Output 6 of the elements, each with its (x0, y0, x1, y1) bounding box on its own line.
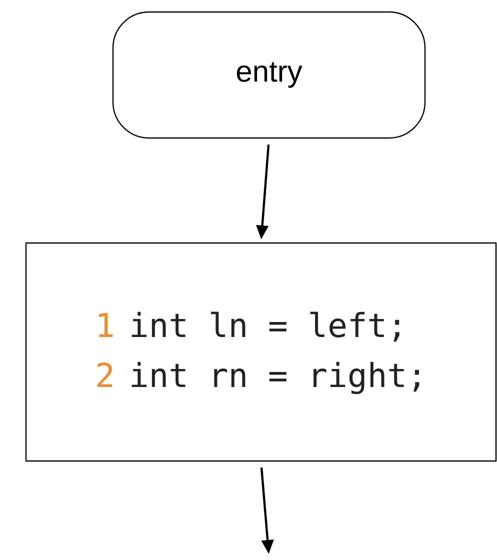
line-number: 2 (98, 362, 112, 387)
line-number: 1 (99, 312, 113, 337)
start-box: entry (112, 11, 426, 139)
code-line: int rn = right; (132, 362, 420, 394)
code-box (25, 242, 497, 462)
code-line: int ln = left; (132, 312, 400, 342)
